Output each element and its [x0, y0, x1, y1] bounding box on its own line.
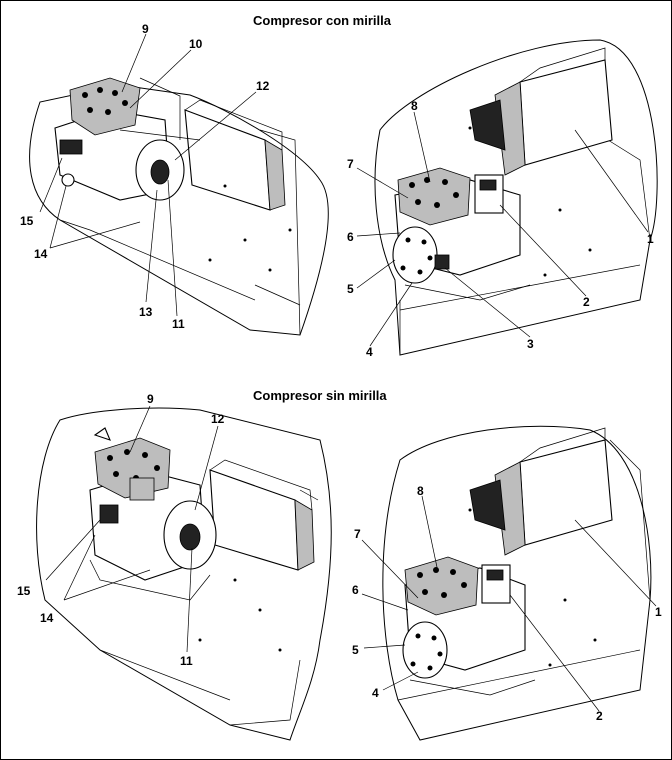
callout-12: 12: [256, 79, 270, 93]
callout-9: 9: [142, 22, 149, 36]
sight-glass-label-plate: [59, 139, 83, 155]
callout-7: 7: [354, 527, 361, 541]
cylinder-head: [397, 167, 471, 226]
callouts-bottom-left: 9 12 15 14 11: [17, 392, 225, 668]
callout-10: 10: [189, 37, 203, 51]
callout-2: 2: [583, 295, 590, 309]
control-box: [519, 59, 613, 166]
assembly-bottom-right: [382, 425, 652, 741]
assembly-top-left: [29, 77, 329, 336]
callout-11: 11: [172, 317, 185, 331]
callout-8: 8: [411, 99, 418, 113]
cylinder-head: [404, 556, 479, 616]
callouts-top-left: 9 10 12 15 14 13 11: [20, 22, 270, 331]
callout-5: 5: [352, 643, 359, 657]
cylinder-head: [69, 77, 141, 136]
enclosure-outline: [29, 84, 329, 336]
enclosure-outline: [382, 425, 652, 741]
callout-11: 11: [180, 654, 193, 668]
assembly-bottom-left: [36, 407, 332, 741]
oil-pump-cover: [392, 226, 438, 284]
callout-15: 15: [17, 584, 31, 598]
callout-1: 1: [647, 232, 654, 246]
callouts-top-right: 8 7 6 5 4 3 2 1: [347, 99, 654, 359]
callout-14: 14: [34, 247, 48, 261]
assembly-top-right: [374, 39, 658, 356]
control-box: [184, 109, 271, 211]
enclosure-outline: [36, 407, 332, 741]
callout-14: 14: [40, 611, 54, 625]
callout-3: 3: [527, 337, 534, 351]
callout-4: 4: [372, 686, 379, 700]
callout-9: 9: [147, 392, 154, 406]
callout-7: 7: [347, 157, 354, 171]
callout-13: 13: [139, 305, 153, 319]
section-title-without-sight-glass: Compresor sin mirilla: [253, 388, 387, 403]
callout-1: 1: [655, 605, 662, 619]
callouts-bottom-right: 8 7 6 5 4 2 1: [352, 484, 662, 723]
section-title-with-sight-glass: Compresor con mirilla: [253, 13, 391, 28]
callout-2: 2: [596, 709, 603, 723]
control-box: [519, 439, 613, 546]
oil-sight-glass: [61, 173, 75, 187]
oil-pump-cover: [402, 621, 448, 679]
callout-15: 15: [20, 214, 34, 228]
sight-glass: [434, 254, 450, 270]
callout-6: 6: [347, 230, 354, 244]
enclosure-outline: [374, 39, 658, 356]
callout-12: 12: [211, 412, 225, 426]
callout-6: 6: [352, 583, 359, 597]
callout-8: 8: [417, 484, 424, 498]
callout-4: 4: [366, 345, 373, 359]
control-box: [209, 469, 299, 571]
callout-5: 5: [347, 282, 354, 296]
